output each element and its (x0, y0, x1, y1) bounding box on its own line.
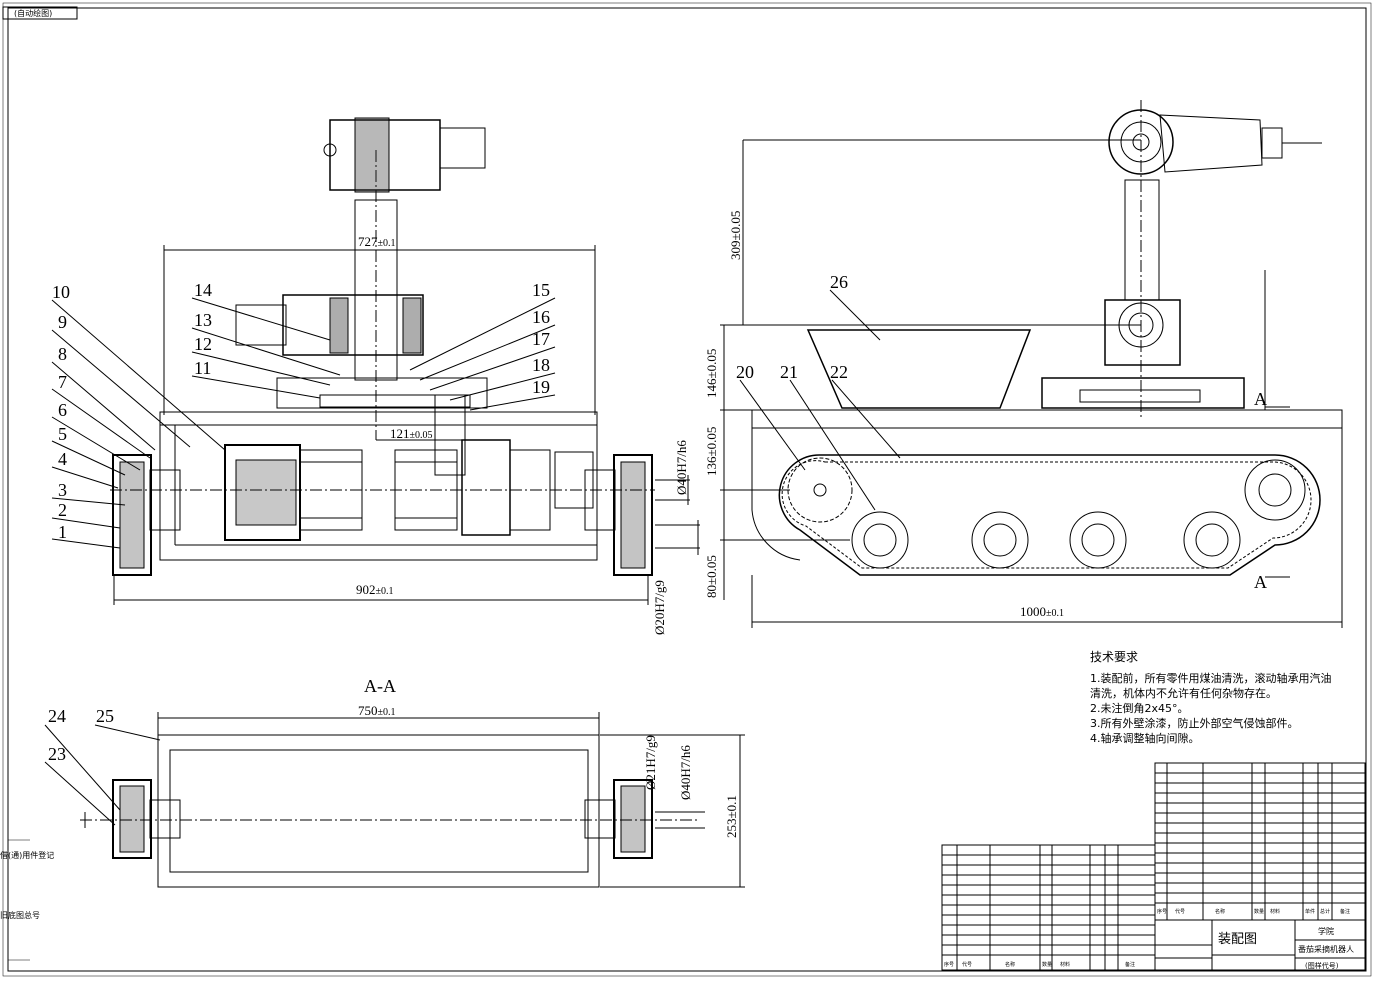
balloon-25: 25 (96, 706, 114, 726)
corner-tag: (自动绘图) (14, 8, 52, 18)
balloon-4: 4 (58, 449, 67, 469)
balloon-11: 11 (194, 358, 211, 378)
margin-label-old-drawing: 旧底图总号 (0, 910, 40, 920)
side-view (720, 100, 1343, 628)
bom-header-note: 备注 (1340, 908, 1350, 915)
dim-902: 902±0.1 (356, 582, 394, 597)
bom-header-total: 总计 (1320, 908, 1330, 915)
fit-21-h7-g9: Ø21H7/g9 (643, 735, 658, 790)
fit-40-h7-h6-section: Ø40H7/h6 (678, 745, 693, 800)
margin-label-borrowed: 借(通)用件登记 (0, 850, 54, 860)
bom2-header-note: 备注 (1125, 961, 1135, 968)
title-block (1154, 919, 1366, 971)
parts-list-lower (941, 844, 1156, 971)
balloon-10: 10 (52, 282, 70, 302)
balloon-21: 21 (780, 362, 798, 382)
drawing-frame (7, 7, 1367, 972)
left-margin-strip (8, 839, 30, 961)
tech-req-line-3: 2.未注倒角2x45°。 (1090, 702, 1189, 715)
tech-req-line-4: 3.所有外壁涂漆，防止外部空气侵蚀部件。 (1090, 717, 1299, 730)
bom-header-material: 材料 (1270, 908, 1280, 915)
bom-header-code: 代号 (1175, 908, 1185, 915)
balloon-23: 23 (48, 744, 66, 764)
drawing-type: 装配图 (1218, 932, 1257, 947)
balloon-7: 7 (58, 372, 67, 392)
section-mark-bottom: A (1254, 572, 1267, 592)
section-a-a (44, 712, 745, 888)
dim-727: 727±0.1 (358, 234, 396, 249)
dim-1000: 1000±0.1 (1020, 604, 1064, 619)
section-mark-top: A (1254, 389, 1267, 409)
parts-list-upper (1154, 762, 1366, 921)
front-view (51, 117, 700, 605)
balloon-5: 5 (58, 424, 67, 444)
dim-80: 80±0.05 (704, 555, 719, 598)
section-title: A-A (364, 676, 396, 696)
balloon-22: 22 (830, 362, 848, 382)
drawing-number: (图样代号) (1305, 961, 1339, 970)
balloon-9: 9 (58, 312, 67, 332)
tech-req-title: 技术要求 (1090, 650, 1139, 664)
bom-header-no: 序号 (1157, 908, 1167, 915)
bom2-header-qty: 数量 (1042, 961, 1052, 968)
dim-121: 121±0.05 (390, 426, 433, 441)
balloon-16: 16 (532, 307, 550, 327)
bom2-header-code: 代号 (962, 961, 972, 968)
tech-req-line-1: 1.装配前，所有零件用煤油清洗，滚动轴承用汽油 (1090, 672, 1332, 685)
balloon-2: 2 (58, 500, 67, 520)
balloon-8: 8 (58, 344, 67, 364)
bom-header-unit: 单件 (1305, 908, 1315, 915)
balloon-26: 26 (830, 272, 848, 292)
dim-750: 750±0.1 (358, 703, 396, 718)
balloon-18: 18 (532, 355, 550, 375)
bom-header-name: 名称 (1215, 908, 1225, 915)
school-name: 学院 (1318, 926, 1334, 936)
balloon-12: 12 (194, 334, 212, 354)
dim-136: 136±0.05 (704, 427, 719, 476)
tech-req-line-5: 4.轴承调整轴向间隙。 (1090, 732, 1200, 745)
bom2-header-name: 名称 (1005, 961, 1015, 968)
balloon-20: 20 (736, 362, 754, 382)
corner-tag-box (2, 6, 78, 20)
bom2-header-material: 材料 (1060, 961, 1070, 968)
balloon-6: 6 (58, 400, 67, 420)
balloon-1: 1 (58, 522, 67, 542)
fit-40-h7-h6: Ø40H7/h6 (674, 440, 689, 495)
fit-20-h7-g9: Ø20H7/g9 (652, 580, 667, 635)
balloon-19: 19 (532, 377, 550, 397)
balloon-14: 14 (194, 280, 212, 300)
dim-253: 253±0.1 (724, 795, 739, 838)
balloon-17: 17 (532, 329, 550, 349)
balloon-13: 13 (194, 310, 212, 330)
dim-309: 309±0.05 (728, 211, 743, 260)
dim-146: 146±0.05 (704, 349, 719, 398)
balloon-15: 15 (532, 280, 550, 300)
product-name: 番茄采摘机器人 (1298, 944, 1354, 954)
tech-req-line-2: 清洗，机体内不允许有任何杂物存在。 (1090, 687, 1277, 700)
balloon-3: 3 (58, 480, 67, 500)
bom-header-qty: 数量 (1254, 908, 1264, 915)
balloon-24: 24 (48, 706, 66, 726)
technical-requirements: 技术要求 1.装配前，所有零件用煤油清洗，滚动轴承用汽油 清洗，机体内不允许有任… (1090, 650, 1365, 746)
bom2-header-no: 序号 (944, 961, 954, 968)
